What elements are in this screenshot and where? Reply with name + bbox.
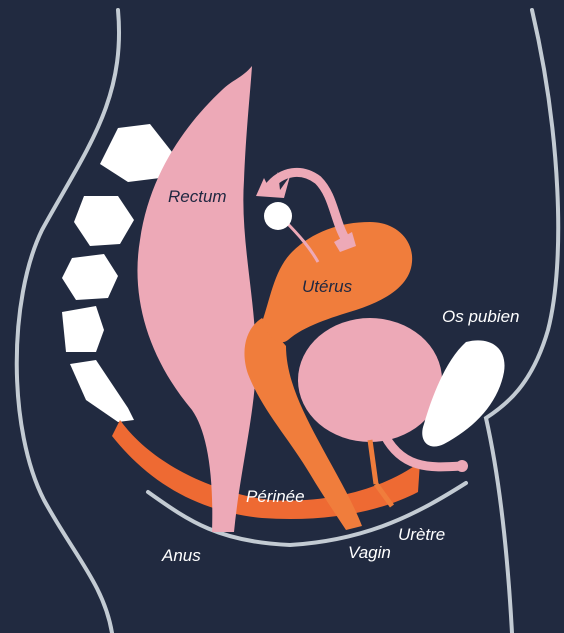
vertebra-4 [62,306,104,352]
ovary [264,202,292,230]
label-os-pubien: Os pubien [442,307,520,326]
bladder-shape [298,318,442,442]
label-uterus: Utérus [302,277,353,296]
label-uretre: Urètre [398,525,445,544]
label-anus: Anus [161,546,201,565]
coccyx [70,360,134,422]
urethra-opening [456,460,468,472]
label-rectum: Rectum [168,187,227,206]
label-perinee: Périnée [246,487,305,506]
vertebra-2 [74,196,134,246]
vertebra-3 [62,254,118,300]
label-vagin: Vagin [348,543,391,562]
